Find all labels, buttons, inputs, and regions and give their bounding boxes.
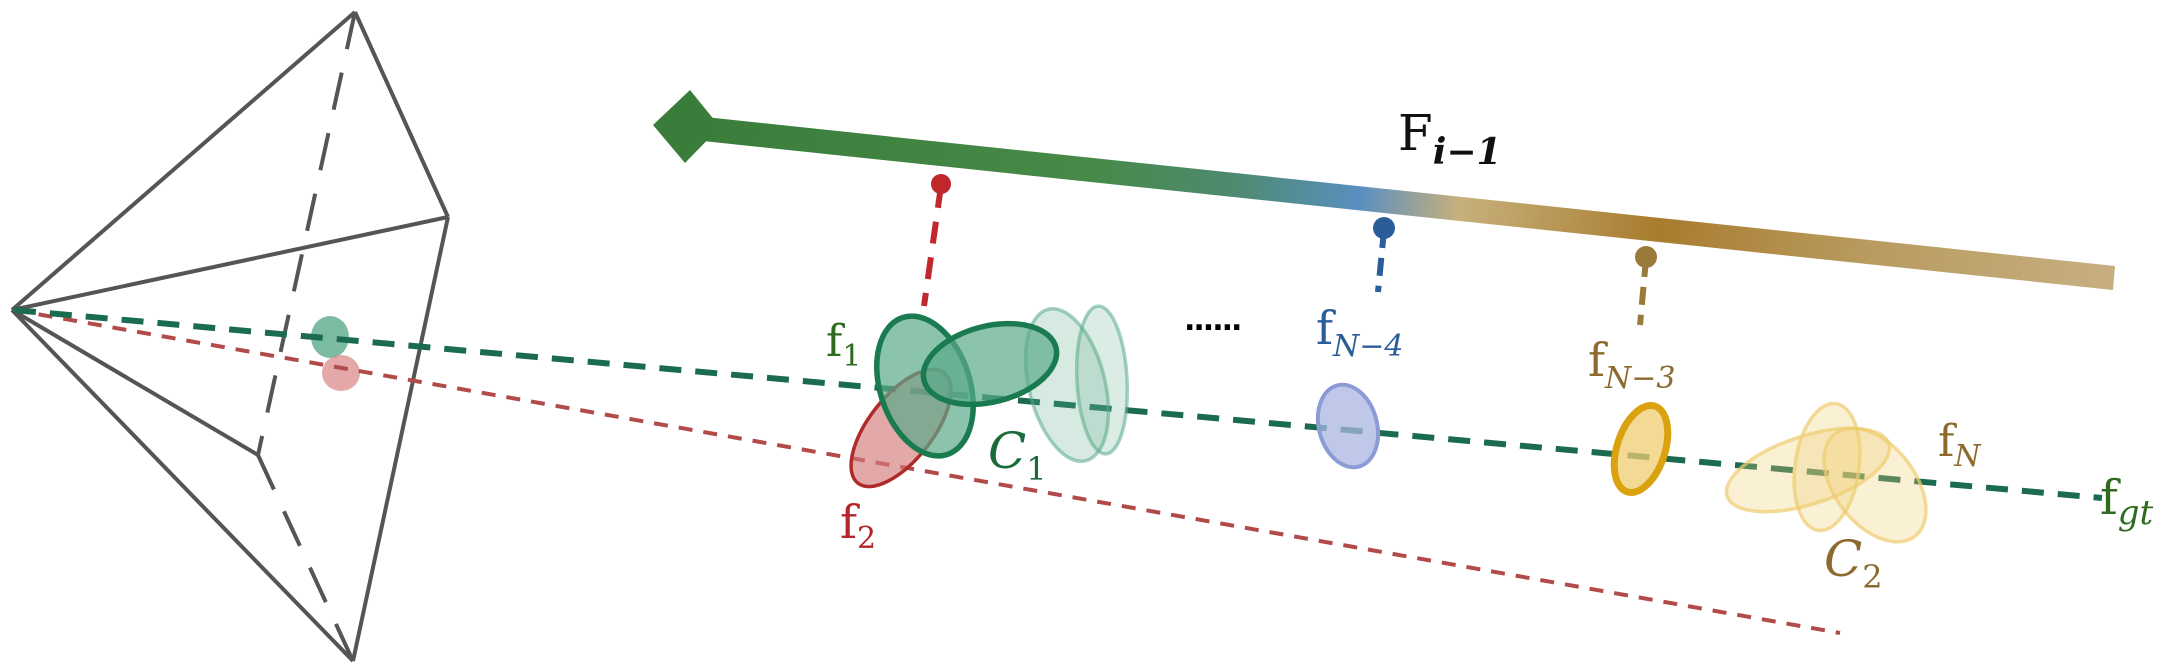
label-f1: f1 <box>826 316 861 374</box>
connector-brown <box>1635 246 1657 326</box>
gaussian-ellipse <box>1792 401 1862 533</box>
gaussian-ellipse <box>1822 426 1928 544</box>
frustum-edge <box>11 215 449 312</box>
label-C2: C2 <box>1824 530 1883 596</box>
feature-bar-arrowhead <box>653 90 720 163</box>
gaussian-ellipse-fN-4 <box>1315 382 1381 470</box>
label-fN: fN <box>1938 416 1982 474</box>
red-ray <box>13 308 1841 635</box>
gaussian-ellipse-fN-3 <box>1610 402 1672 496</box>
connector-blue <box>1373 217 1395 293</box>
connector-pin <box>1373 217 1395 239</box>
feature-bar <box>653 90 2115 290</box>
frustum-edge <box>10 308 260 457</box>
frustum-edge <box>10 10 357 312</box>
projected-point-red <box>322 355 360 391</box>
connector-line <box>921 185 944 307</box>
feature-bar-body <box>703 117 2115 290</box>
label-fN-3: fN−3 <box>1588 333 1676 396</box>
label-fN-4: fN−4 <box>1316 301 1404 364</box>
label-fgt: fgt <box>2100 470 2154 533</box>
gaussian-ellipse <box>1074 304 1130 456</box>
connector-line <box>1375 229 1387 293</box>
connector-red <box>921 174 951 307</box>
cluster-c2 <box>1724 401 1928 544</box>
ellipsis-dots: ...... <box>1184 303 1240 338</box>
frustum-hidden-edge <box>256 11 357 456</box>
label-C1: C1 <box>988 422 1047 488</box>
connector-pin <box>931 174 951 194</box>
connector-line <box>1637 258 1649 326</box>
gaussian-ellipse <box>920 320 1060 408</box>
gt-ray <box>13 307 2103 501</box>
frustum-hidden-edge <box>256 454 355 662</box>
label-f2: f2 <box>840 495 876 556</box>
connector-pin <box>1635 246 1657 268</box>
label-F-i-1: Fi−1 <box>1398 104 1502 173</box>
frustum-edge <box>10 308 355 663</box>
camera-frustum <box>10 10 450 663</box>
frustum-edge <box>351 216 450 662</box>
cluster-c1 <box>849 304 1130 489</box>
projected-point-green <box>311 316 349 358</box>
frustum-edge <box>353 11 450 218</box>
